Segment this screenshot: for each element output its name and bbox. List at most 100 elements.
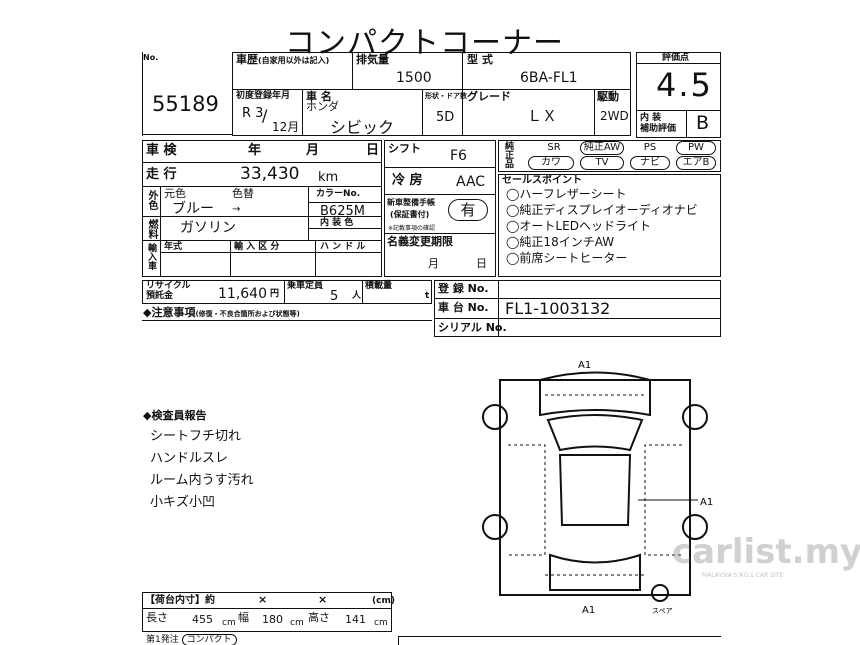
cargo-width-label: 幅 [238,611,249,624]
manual-value: 有 [448,199,488,221]
car-diagram: A1 A1 A1 スペア [482,360,713,615]
lot-number: 55189 [152,92,219,116]
car-name-value: シビック [330,118,395,137]
color-original-label: 元色 [164,187,186,200]
ac-label: 冷 房 [392,173,423,188]
inspector-item: ルーム内うす汚れ [150,473,254,488]
grade-label: グレード [467,90,511,103]
inspection-label: 車 検 [146,143,177,158]
inspector-item: 小キズ小凹 [150,495,216,510]
divider-h [142,608,392,609]
watermark-tagline: MALAYSIA'S NO.1 CAR SITE [702,572,784,579]
genuine-leather: カワ [528,156,574,170]
registration-box [434,280,721,337]
drive-label: 駆動 [597,90,619,103]
drive-value: 2WD [600,109,629,123]
import-label: 輸入車 [146,243,156,270]
divider-v [308,186,309,240]
car-roof [558,454,632,526]
doors-label: 形状・ドア数 [425,92,467,100]
divider-v [315,240,316,277]
inspection-year: 年 [248,143,262,158]
maker-value: ホンダ [306,100,339,113]
wheel-front-left [482,404,508,430]
lot-corner-mark: No. [143,53,159,62]
handle-label: ハ ン ド ル [320,242,366,252]
manual-label: 新車整備手帳 [387,198,435,207]
first-reg-month: 12月 [272,120,300,134]
grade-value: ＬＸ [527,107,558,125]
recycle-value: 11,640 [218,286,267,302]
left-block [142,140,382,277]
divider-v [230,240,231,277]
genuine-airbag: エアB [676,156,716,170]
recycle-unit: 円 [270,289,280,299]
mileage-unit: km [318,170,339,185]
divider-h [434,298,721,299]
spare-wheel [651,584,669,602]
lot-underline [142,134,232,135]
registration-label: 登 録 No. [438,282,489,295]
divider-h [142,216,382,217]
header-box [232,52,631,136]
divider-v [686,110,687,138]
notes-underline [142,320,432,321]
inspector-item: シートフチ切れ [150,429,242,444]
inspector-item: ハンドルスレ [150,451,229,466]
sales-point-item: ◯純正18インチAW [506,235,615,249]
displacement-value: 1500 [396,70,432,86]
score-label: 評価点 [662,53,690,63]
divider-h [384,167,496,168]
wheel-rear-left [482,514,508,540]
genuine-tv: TV [580,156,624,170]
divider-h [142,240,382,241]
cargo-width-unit: cm [290,618,304,628]
page-title: コンパクトコーナー [285,26,564,61]
diagram-frame [499,379,691,596]
first-reg-slash: / [262,106,268,125]
genuine-sr: SR [547,142,561,153]
lot-box [142,52,232,136]
cargo-label: 【荷台内寸】約 [145,595,215,606]
name-change-day: 日 [476,257,487,270]
color-change-label: 色替 [232,187,254,200]
cargo-height-label: 高さ [308,611,330,624]
cargo-box [142,592,392,632]
displacement-label: 排気量 [356,53,389,66]
interior-score-value: B [696,112,710,134]
ac-value: AAC [456,174,486,190]
divider-v [284,280,285,304]
middle-block [384,140,496,277]
capacity-label: 乗車定員 [287,281,324,291]
maker-label: 車 名 [306,90,332,103]
inspection-day: 日 [366,143,380,158]
score-box [636,52,721,138]
name-change-month: 月 [428,257,439,270]
recycle-box [142,280,432,304]
color-label: 外色 [146,190,157,210]
cargo-x1: × [258,593,268,606]
doors-value: 5D [436,110,455,125]
diagram-mark-rear: A1 [582,605,595,615]
load-label: 積載量 [365,281,393,291]
sales-point-item: ◯前席シートヒーター [506,251,628,265]
divider-h [636,63,721,64]
genuine-label: 純正品 [503,141,513,168]
genuine-navi: ナビ [630,156,670,170]
car-windshield [546,414,644,452]
divider-h [384,194,496,195]
divider-v [160,186,161,277]
divider-v [302,89,303,136]
wheel-rear-right [682,514,708,540]
chassis-value: FL1-1003132 [505,299,611,318]
inspection-month: 月 [306,143,320,158]
divider-v [422,89,423,136]
cargo-length-label: 長さ [146,611,168,624]
divider-h [308,202,382,203]
color-value: ブルー [172,201,214,217]
notes-label: ◆注意事項(修復・不良合箇所および状態等) [143,306,300,319]
fuel-value: ガソリン [180,220,236,236]
divider-h [384,233,496,234]
first-reg-label: 初度登録年月 [236,91,291,101]
recycle-label: リサイクル 預託金 [146,281,191,301]
